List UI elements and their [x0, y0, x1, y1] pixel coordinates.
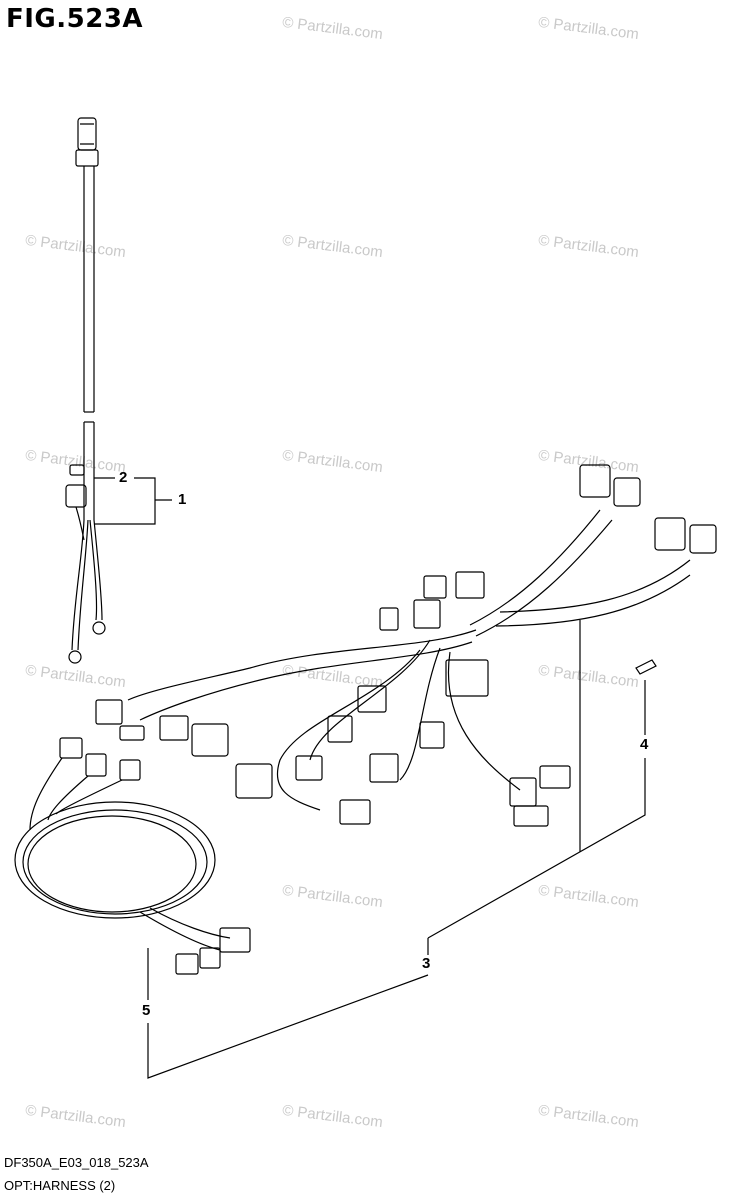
- connector: [579, 464, 611, 498]
- connector: [423, 575, 447, 599]
- ring-terminal-icon: [92, 621, 106, 635]
- connector: [445, 659, 489, 697]
- connector: [219, 927, 251, 953]
- drawing-code: DF350A_E03_018_523A: [4, 1155, 149, 1170]
- connector: [689, 524, 717, 554]
- bolt-icon: [635, 659, 657, 675]
- leader-lines: [94, 477, 646, 1079]
- connector: [654, 517, 686, 551]
- callout-4: 4: [640, 736, 649, 753]
- callout-5: 5: [142, 1002, 151, 1019]
- connector: [85, 753, 107, 777]
- connector: [159, 715, 189, 741]
- extension-harness: [14, 737, 251, 975]
- connector-housing: [75, 149, 99, 167]
- connector: [119, 759, 141, 781]
- connector: [513, 805, 549, 827]
- callout-2: 2: [119, 469, 128, 486]
- figure-caption: OPT:HARNESS (2): [4, 1178, 116, 1193]
- ring-terminal-icon: [68, 650, 82, 664]
- connector: [295, 755, 323, 781]
- fuse-icon: [69, 464, 85, 476]
- connector: [369, 753, 399, 783]
- battery-lead-harness: [65, 117, 106, 664]
- connector: [509, 777, 537, 807]
- connector: [327, 715, 353, 743]
- connector: [613, 477, 641, 507]
- connector: [175, 953, 199, 975]
- connector: [95, 699, 123, 725]
- callout-3: 3: [422, 955, 431, 972]
- connector: [357, 685, 387, 713]
- main-harness: [95, 464, 717, 827]
- connector: [199, 947, 221, 969]
- connector: [419, 721, 445, 749]
- bullet-connector: [77, 117, 97, 151]
- bolt-part: [635, 659, 657, 675]
- connector: [119, 725, 145, 741]
- connector: [455, 571, 485, 599]
- figure-title: FIG.523A: [6, 4, 144, 34]
- callout-1: 1: [178, 491, 187, 508]
- connector: [539, 765, 571, 789]
- fuse-holder: [65, 484, 87, 508]
- connector: [413, 599, 441, 629]
- connector: [339, 799, 371, 825]
- connector: [191, 723, 229, 757]
- connector: [379, 607, 399, 631]
- connector: [59, 737, 83, 759]
- connector: [235, 763, 273, 799]
